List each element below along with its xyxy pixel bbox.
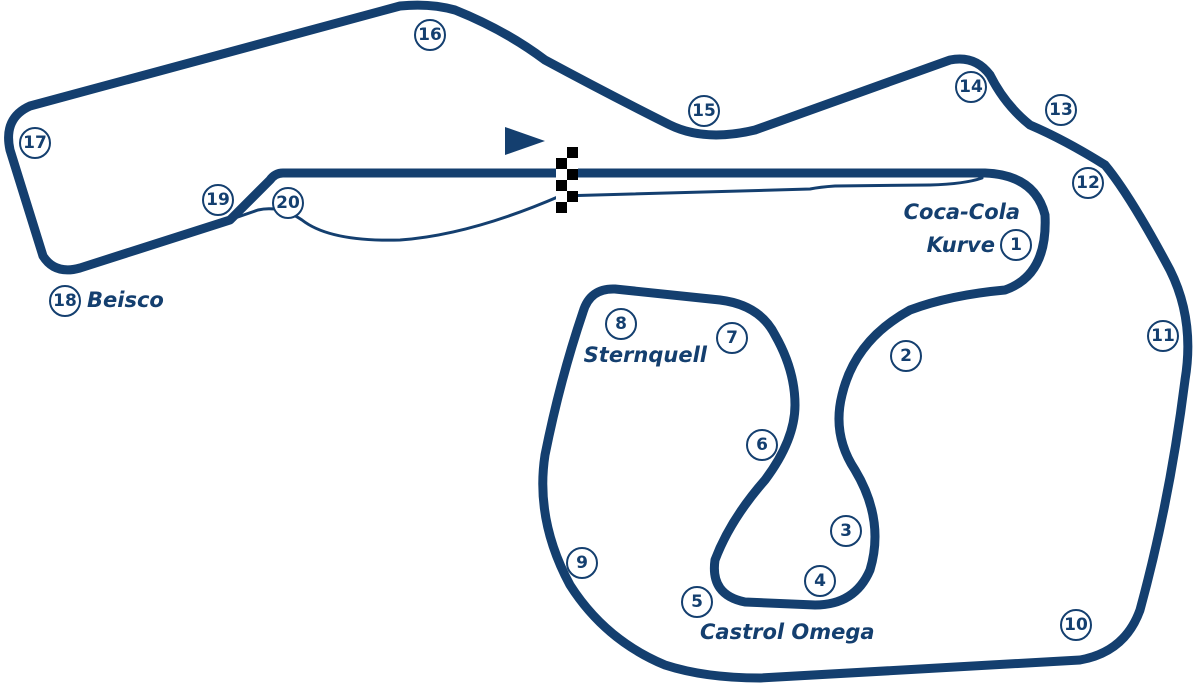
turn-marker-20: 20	[272, 187, 304, 219]
svg-text:9: 9	[576, 553, 588, 573]
start-direction-arrow-icon	[505, 127, 545, 155]
svg-text:7: 7	[726, 328, 738, 348]
svg-text:17: 17	[23, 133, 47, 153]
turn-marker-7: 7	[716, 322, 748, 354]
svg-text:13: 13	[1049, 100, 1073, 120]
pit-lane-path	[230, 176, 984, 242]
svg-text:16: 16	[418, 25, 442, 45]
turn-marker-15: 15	[688, 95, 720, 127]
svg-text:3: 3	[840, 521, 852, 541]
turn-marker-3: 3	[830, 515, 862, 547]
svg-text:10: 10	[1064, 615, 1088, 635]
turn-marker-14: 14	[955, 71, 987, 103]
svg-text:20: 20	[276, 193, 300, 213]
svg-text:4: 4	[814, 571, 826, 591]
corner-names: Coca-Cola Kurve Sternquell Castrol Omega…	[87, 200, 1020, 644]
corner-name-beisco: Beisco	[87, 288, 164, 312]
corner-name-sternquell: Sternquell	[584, 343, 708, 367]
turn-marker-4: 4	[804, 565, 836, 597]
turn-marker-19: 19	[202, 184, 234, 216]
corner-name-coca-cola-line1: Coca-Cola	[904, 200, 1020, 224]
svg-text:1: 1	[1010, 235, 1022, 255]
turn-marker-18: 18	[49, 285, 81, 317]
corner-name-coca-cola-line2: Kurve	[927, 233, 995, 257]
turn-marker-6: 6	[746, 429, 778, 461]
turn-marker-2: 2	[890, 340, 922, 372]
turn-marker-9: 9	[566, 547, 598, 579]
svg-text:15: 15	[692, 101, 716, 121]
corner-name-castrol-omega: Castrol Omega	[700, 620, 875, 644]
svg-text:6: 6	[756, 435, 768, 455]
svg-text:14: 14	[959, 77, 983, 97]
svg-text:12: 12	[1076, 173, 1100, 193]
turn-marker-1: 1	[1000, 229, 1032, 261]
svg-text:19: 19	[206, 190, 230, 210]
svg-text:18: 18	[53, 291, 77, 311]
track-layout	[4, 0, 1193, 683]
turn-marker-17: 17	[19, 127, 51, 159]
svg-text:5: 5	[691, 592, 703, 612]
svg-text:2: 2	[900, 346, 912, 366]
turn-marker-12: 12	[1072, 167, 1104, 199]
svg-text:8: 8	[615, 314, 627, 334]
svg-text:11: 11	[1151, 326, 1175, 346]
turn-marker-8: 8	[605, 308, 637, 340]
turn-marker-11: 11	[1147, 320, 1179, 352]
turn-marker-5: 5	[681, 586, 713, 618]
checkered-flag-icon	[556, 147, 578, 213]
main-circuit-path	[4, 0, 1193, 683]
turn-markers: 1 2 3 4 5 6 7 8	[19, 19, 1179, 641]
turn-marker-16: 16	[414, 19, 446, 51]
turn-marker-10: 10	[1060, 609, 1092, 641]
turn-marker-13: 13	[1045, 94, 1077, 126]
